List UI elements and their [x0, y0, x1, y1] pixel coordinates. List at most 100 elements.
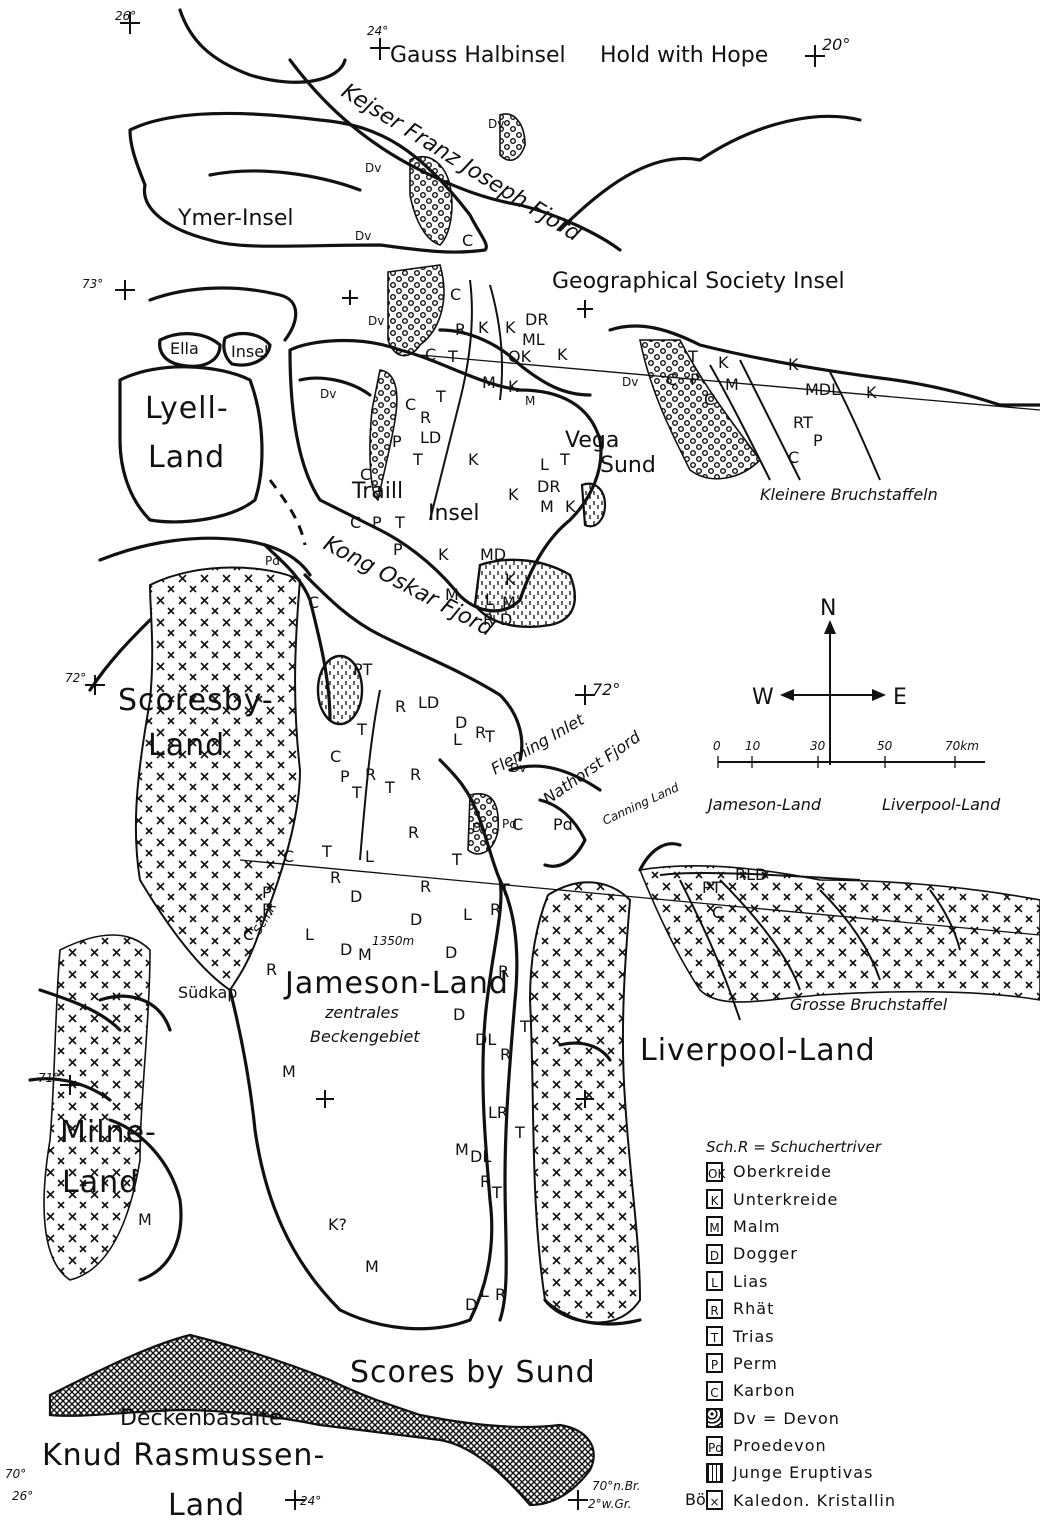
unit-label: D — [455, 713, 467, 732]
unit-label: MD — [480, 545, 506, 564]
coordinate-markers — [60, 12, 825, 1510]
coastlines — [28, 8, 1040, 1331]
unit-label: T — [559, 450, 570, 469]
unit-label: M — [525, 394, 535, 408]
legend-title: Sch.R = Schuchertriver — [706, 1138, 881, 1156]
unit-label: L — [480, 1282, 489, 1301]
unit-label: PT — [702, 878, 722, 897]
unit-label: OK — [508, 347, 532, 366]
legend-item-proedevon: Pd Proedevon — [706, 1432, 1026, 1459]
label-canning-land: Canning Land — [600, 780, 681, 828]
legend-label: Rhät — [733, 1299, 775, 1319]
unit-label: M — [365, 1257, 379, 1276]
unit-label: P — [340, 767, 350, 786]
unit-label: K — [718, 353, 729, 372]
unit-label: K — [557, 345, 568, 364]
label-knud-land: Land — [168, 1488, 245, 1523]
compass-rose: N W E — [752, 596, 907, 765]
label-section-liverpool: Liverpool-Land — [882, 795, 1001, 814]
legend-label: Junge Eruptivas — [733, 1463, 874, 1483]
legend-swatch: C — [706, 1380, 723, 1401]
label-deckenbasalte: Deckenbasalte — [120, 1406, 283, 1431]
label-zentrales: zentrales — [324, 1003, 399, 1022]
label-jameson-land: Jameson-Land — [283, 966, 509, 1001]
legend-item-rhaet: R Rhät — [706, 1295, 1026, 1322]
coord-20-top: 20° — [822, 35, 850, 54]
unit-label: R — [410, 765, 421, 784]
coord-72-west: 72° — [65, 671, 86, 685]
devon-areas — [369, 113, 762, 855]
unit-label: P — [262, 883, 272, 902]
unit-label: R — [330, 868, 341, 887]
label-section-jameson: Jameson-Land — [705, 795, 822, 814]
unit-label: Dv — [355, 229, 371, 243]
unit-label: LD — [420, 428, 441, 447]
scale-bar: 0 10 30 50 70km — [713, 739, 985, 768]
unit-label: M — [502, 593, 516, 612]
unit-label: R — [408, 823, 419, 842]
legend-label: Unterkreide — [733, 1189, 839, 1209]
legend-item-kaledon-kristallin: × Kaledon. Kristallin — [706, 1487, 1026, 1514]
unit-label: P — [372, 513, 382, 532]
unit-label: M — [725, 375, 739, 394]
unit-label: P — [392, 432, 402, 451]
unit-label: R — [475, 723, 486, 742]
unit-label: M — [540, 497, 554, 516]
unit-label: R — [455, 320, 466, 339]
coordinate-labels: 26° 24° 20° 73° 72° 72° 71° 70° 26° 24° … — [5, 9, 850, 1511]
unit-label: T — [451, 850, 462, 869]
legend-swatch: OK — [706, 1161, 725, 1182]
unit-label: Dv — [365, 161, 381, 175]
scale-tick-30: 30 — [810, 739, 826, 753]
label-vega: Vega — [565, 428, 619, 453]
unit-label: L — [453, 730, 462, 749]
unit-label: M — [282, 1062, 296, 1081]
unit-label: Dv — [488, 117, 504, 131]
legend-label: Trias — [733, 1326, 775, 1346]
unit-label: T — [394, 513, 405, 532]
legend-item-dogger: D Dogger — [706, 1240, 1026, 1267]
legend-swatch: R — [706, 1298, 723, 1319]
legend-swatch: K — [706, 1189, 723, 1210]
legend-label: Perm — [733, 1353, 778, 1373]
unit-label: D — [340, 940, 352, 959]
unit-label: Dv — [472, 821, 488, 835]
unit-label: C — [350, 513, 361, 532]
unit-label: L — [485, 590, 494, 609]
formation-unit-labels: Dv Dv Dv C Dv C R K K DR ML K C T OK M K… — [138, 117, 877, 1314]
label-kleinere-bruchstaffeln: Kleinere Bruchstaffeln — [760, 485, 938, 504]
unit-label: RLD — [735, 865, 767, 884]
label-scoresby-sund: Scores by Sund — [350, 1355, 596, 1390]
unit-label: Pd — [502, 817, 517, 831]
legend-item-unterkreide: K Unterkreide — [706, 1185, 1026, 1212]
unit-label: M — [138, 1210, 152, 1229]
unit-label: L — [463, 905, 472, 924]
unit-label: R — [483, 610, 494, 629]
unit-label: K — [468, 450, 479, 469]
unit-label: C — [704, 390, 715, 409]
unit-label: C — [360, 465, 371, 484]
label-gauss-halbinsel: Gauss Halbinsel — [390, 43, 566, 68]
unit-label: R — [498, 962, 509, 981]
unit-label: C — [405, 395, 416, 414]
scale-tick-70: 70km — [945, 739, 979, 753]
compass-north-label: N — [820, 596, 836, 621]
unit-label: T — [484, 727, 495, 746]
legend: Sch.R = Schuchertriver OK Oberkreide K U… — [706, 1138, 1026, 1514]
unit-label: C — [425, 345, 436, 364]
unit-label: L — [540, 455, 549, 474]
unit-label: K? — [328, 1215, 347, 1234]
unit-label: C — [666, 370, 677, 389]
unit-label: T — [687, 347, 698, 366]
coord-72-east: 72° — [592, 680, 620, 699]
unit-label: C — [788, 448, 799, 467]
legend-item-lias: L Lias — [706, 1268, 1026, 1295]
label-scoresby-1: Scoresby- — [118, 683, 274, 718]
unit-label: M — [358, 945, 372, 964]
coord-73: 73° — [82, 277, 103, 291]
label-grosse-bruchstaffel: Grosse Bruchstaffel — [790, 995, 948, 1014]
unit-label: Dv — [320, 387, 336, 401]
unit-label: PT — [353, 660, 373, 679]
unit-label: D — [465, 1295, 477, 1314]
unit-label: K — [866, 383, 877, 402]
